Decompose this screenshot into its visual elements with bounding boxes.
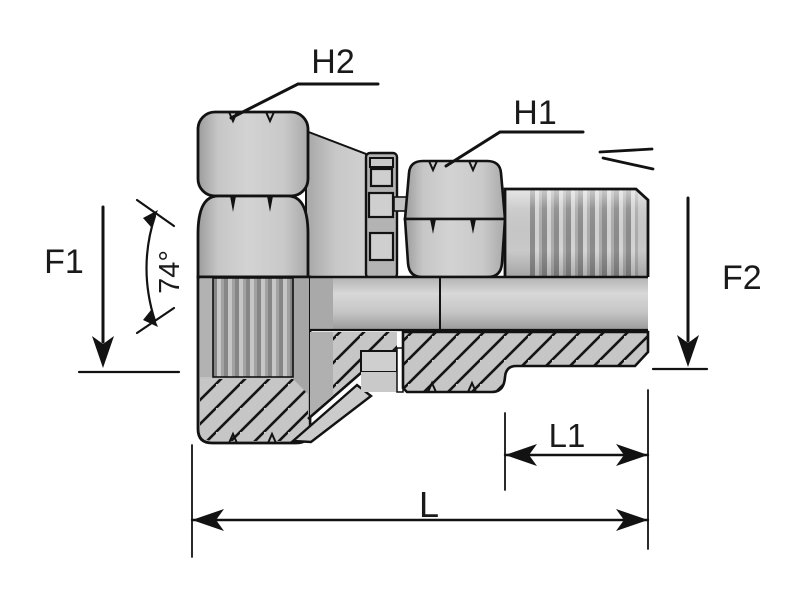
bore-band: [310, 278, 648, 330]
nut-wall-left: [200, 278, 213, 377]
hex-corner-notch: [427, 380, 437, 393]
arrowhead-down-icon: [92, 336, 114, 368]
hex-corner-notch: [468, 160, 478, 173]
label-l: L: [419, 484, 439, 525]
hex-corner-notch: [428, 160, 438, 173]
arrowhead-right-icon: [616, 509, 648, 531]
body-foot: [361, 372, 397, 392]
nut-cavity-lower: [310, 332, 333, 416]
l1-dimension: L1: [503, 389, 650, 550]
label-l1: L1: [549, 417, 586, 454]
hex-corner-tick: [470, 219, 476, 234]
arc-arrowhead-icon: [143, 310, 158, 327]
h1-leader-line: [444, 130, 585, 168]
cone-transition: [305, 129, 367, 278]
cone-seat-line: [307, 371, 363, 420]
label-f2: F2: [722, 259, 762, 297]
dimension-annotations: H2 H1 F1 74° F2: [44, 43, 762, 558]
hex-corner-tick: [230, 196, 236, 212]
female-thread-section: [212, 277, 294, 378]
f2-dimension: F2: [651, 196, 762, 371]
label-h2: H2: [311, 43, 354, 81]
nut-cavity: [310, 278, 333, 331]
label-f1: F1: [44, 243, 84, 281]
arrowhead-left-icon: [505, 444, 537, 466]
arrowhead-right-icon: [616, 444, 648, 466]
l-dimension: L: [190, 444, 650, 558]
nut-hatch: [200, 379, 308, 441]
fitting-section-view: [196, 275, 650, 445]
thread-taper-icon: [598, 147, 655, 171]
swivel-nut-h2: [196, 110, 310, 279]
hex-corner-notch: [265, 111, 275, 124]
hex-corner-notch: [267, 431, 277, 444]
hex-corner-notch: [467, 380, 477, 393]
hex-corner-tick: [267, 196, 273, 212]
label-h1: H1: [513, 94, 556, 132]
hex-corner-tick: [430, 219, 436, 234]
angle-74-dimension: 74°: [135, 198, 186, 335]
hex-corner-notch: [228, 431, 238, 444]
seat-notch: [360, 350, 398, 373]
arc-arrowhead-icon: [143, 210, 158, 227]
body-hatch: [401, 330, 650, 394]
swivel-thread-profile: [364, 151, 399, 280]
male-thread-end: [503, 187, 650, 277]
body-hex-h1: [403, 159, 507, 279]
h2-leader-line: [229, 82, 380, 120]
flare-cone-seat: [289, 383, 373, 444]
f1-dimension: F1: [44, 205, 181, 374]
body-nose-hatch: [333, 332, 397, 396]
arrowhead-left-icon: [192, 509, 224, 531]
arrowhead-down-icon: [677, 335, 699, 367]
label-angle-74: 74°: [154, 250, 186, 294]
